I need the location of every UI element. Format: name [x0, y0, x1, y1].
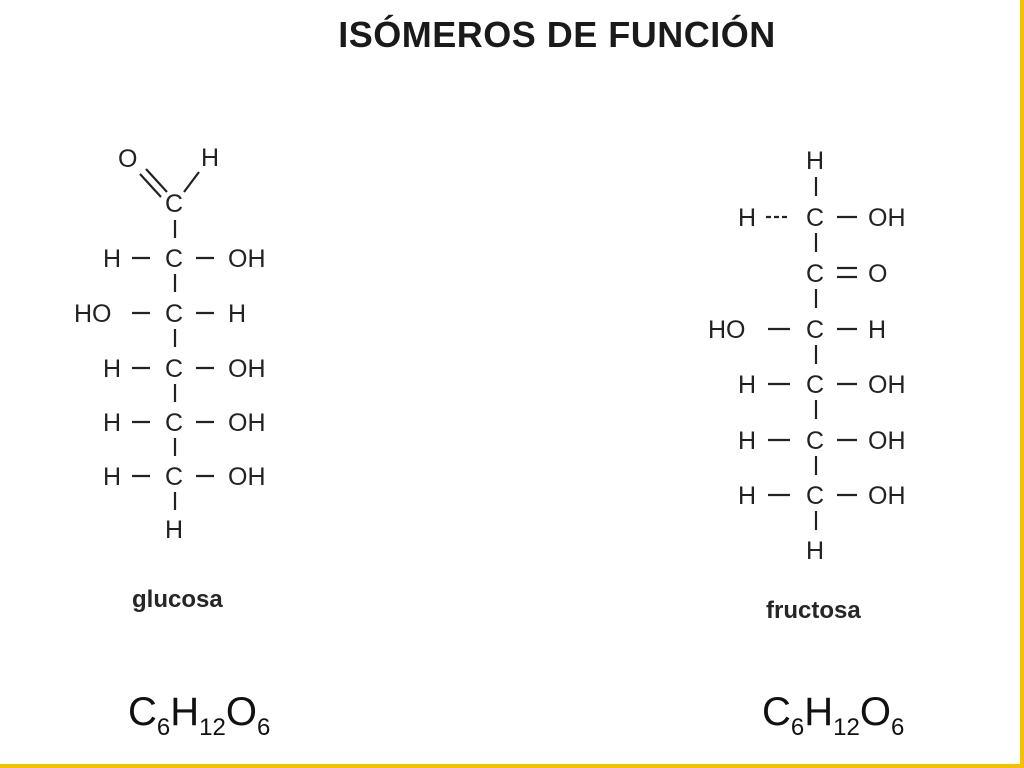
glucose-row4-right: OH — [228, 409, 266, 437]
formula-oxygen: O — [225, 690, 257, 734]
fructose-row5-left: H — [738, 427, 756, 455]
glucose-row2-right: H — [228, 300, 246, 328]
glucose-row5-right: OH — [228, 463, 266, 491]
fructose-name-label: fructosa — [766, 597, 861, 624]
glucose-aldehyde-hydrogen: H — [201, 144, 219, 172]
slide-title: ISÓMEROS DE FUNCIÓN — [338, 14, 776, 55]
fructose-row6-left: H — [738, 482, 756, 510]
fructose-row3-right: H — [868, 316, 886, 344]
glucose-row5-left: H — [103, 463, 121, 491]
fructose-row5-right: OH — [868, 427, 906, 455]
glucose-row2-left: HO — [74, 300, 112, 328]
fructose-row1-right: OH — [868, 204, 906, 232]
fructose-row3-left: HO — [708, 316, 746, 344]
fructose-row4-left: H — [738, 371, 756, 399]
formula-oxygen: O — [859, 690, 891, 734]
glucose-ch-bond — [183, 171, 200, 193]
formula-carbon-count: 6 — [156, 714, 171, 741]
fructose-row1-left: H — [738, 204, 756, 232]
formula-hydrogen-count: 12 — [833, 714, 860, 741]
formula-oxygen-count: 6 — [890, 714, 905, 741]
glucose-row2-carbon: C — [165, 300, 183, 328]
glucose-row1-right: OH — [228, 245, 266, 273]
fructose-top-hydrogen: H — [806, 147, 824, 175]
glucose-row3-carbon: C — [165, 355, 183, 383]
fructose-row6-carbon: C — [806, 482, 824, 510]
formula-hydrogen-count: 12 — [199, 714, 226, 741]
glucose-formula: C6H12O6 — [128, 690, 270, 742]
fructose-row2-carbon: C — [806, 260, 824, 288]
glucose-row3-left: H — [103, 355, 121, 383]
fructose-row2-right: O — [868, 260, 887, 288]
glucose-double-bond-b — [145, 168, 168, 193]
fructose-row3-carbon: C — [806, 316, 824, 344]
glucose-row4-carbon: C — [165, 409, 183, 437]
formula-oxygen-count: 6 — [256, 714, 271, 741]
fructose-row1-carbon: C — [806, 204, 824, 232]
glucose-aldehyde-oxygen: O — [118, 145, 137, 173]
formula-carbon-count: 6 — [790, 714, 805, 741]
glucose-row1-left: H — [103, 245, 121, 273]
glucose-aldehyde-carbon: C — [165, 190, 183, 218]
fructose-row5-carbon: C — [806, 427, 824, 455]
glucose-row5-carbon: C — [165, 463, 183, 491]
formula-hydrogen: H — [804, 690, 834, 734]
glucose-bottom-hydrogen: H — [165, 516, 183, 544]
formula-carbon: C — [762, 690, 791, 734]
fructose-row4-carbon: C — [806, 371, 824, 399]
formula-hydrogen: H — [170, 690, 200, 734]
fructose-bottom-hydrogen: H — [806, 537, 824, 565]
fructose-row4-right: OH — [868, 371, 906, 399]
formula-carbon: C — [128, 690, 157, 734]
fructose-formula: C6H12O6 — [762, 690, 904, 742]
fructose-row6-right: OH — [868, 482, 906, 510]
glucose-row1-carbon: C — [165, 245, 183, 273]
glucose-name-label: glucosa — [132, 586, 223, 613]
glucose-row3-right: OH — [228, 355, 266, 383]
glucose-double-bond-a — [139, 173, 162, 198]
glucose-row4-left: H — [103, 409, 121, 437]
